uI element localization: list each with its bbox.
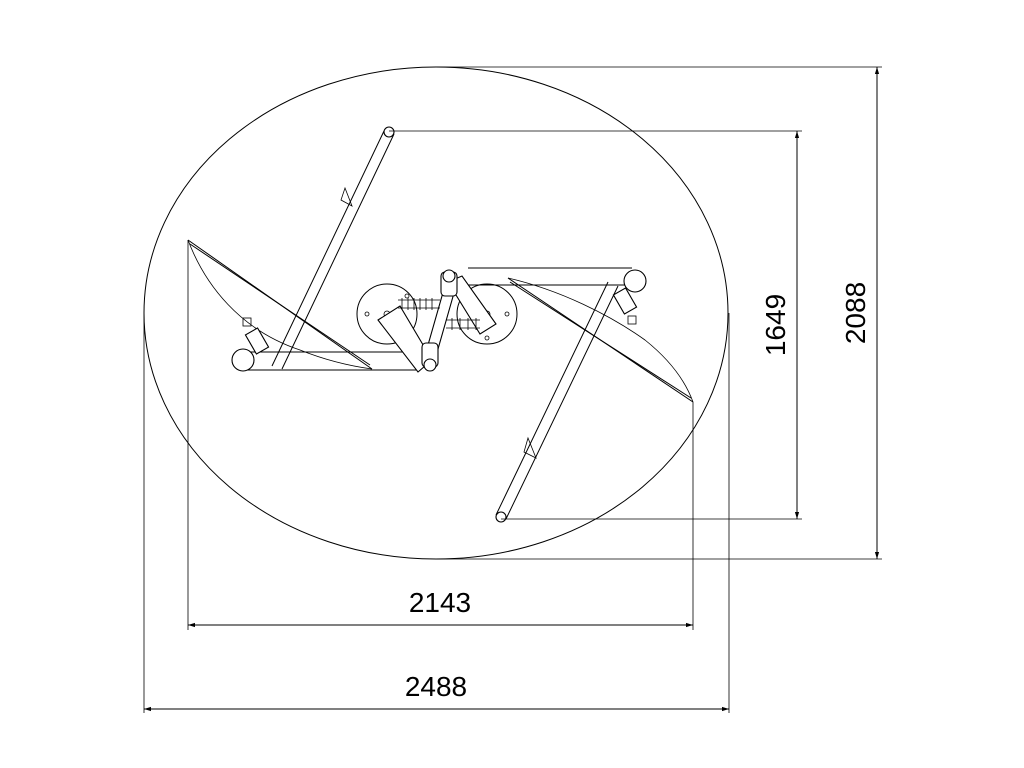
safety-zone-outline [143, 66, 729, 560]
dimension-outer-width-label: 2488 [405, 671, 467, 702]
dimension-inner-height-label: 1649 [760, 294, 791, 356]
center-pivot [356, 269, 518, 373]
dimension-outer-height-label: 2088 [840, 282, 871, 344]
dimension-inner-height: 1649 [389, 130, 802, 520]
right-seesaw-arm [468, 267, 694, 523]
dimension-outer-height: 2088 [436, 66, 882, 560]
left-seesaw-arm [187, 126, 420, 372]
dimension-outer-width: 2488 [143, 313, 730, 713]
dimension-inner-width-label: 2143 [409, 587, 471, 618]
dimension-inner-width: 2143 [187, 240, 694, 630]
